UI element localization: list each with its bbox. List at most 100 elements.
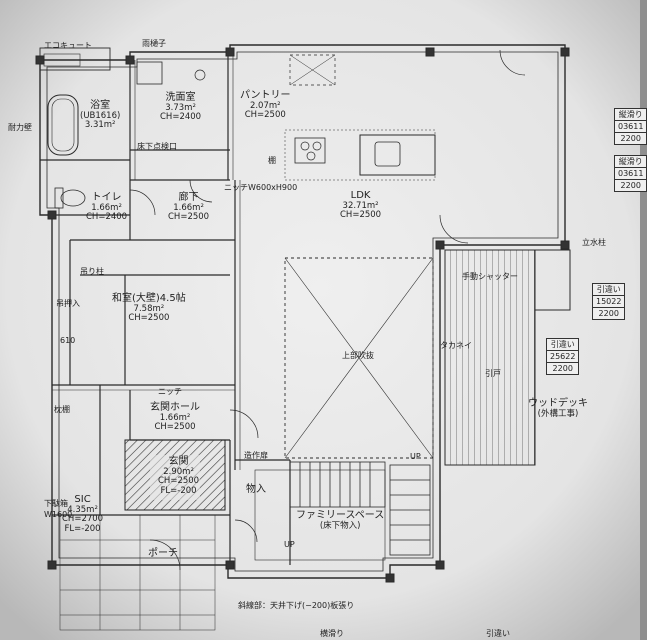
- family-name: ファミリースペース: [296, 510, 385, 521]
- window-tag-type: 縦滑り: [618, 157, 643, 166]
- room-washitsu: 和室(大壁)4.5帖 7.58m² CH=2500: [112, 293, 186, 324]
- ldk-area: 32.71m²: [342, 200, 379, 211]
- window-tag-type: 縦滑り: [618, 110, 643, 119]
- note-610: 610: [60, 336, 76, 345]
- washbasin: [136, 61, 163, 85]
- washitsu-ch: CH=2500: [128, 313, 170, 324]
- window-tag-height: 2200: [593, 307, 625, 319]
- note-diag: 斜線部：天井下げ(−200)板張り: [238, 601, 355, 610]
- room-storage: 物入: [246, 484, 266, 496]
- toilet-area: 1.66m²: [91, 202, 122, 213]
- entrance-area: 2.90m²: [163, 466, 194, 477]
- room-bath: 浴室 (UB1616) 3.31m²: [80, 100, 120, 131]
- wash-ch: CH=2400: [160, 112, 202, 123]
- note-shoe-w: W1600: [44, 510, 73, 519]
- toilet-ch: CH=2400: [86, 212, 128, 223]
- note-window-bottom1: 横滑り: [320, 629, 344, 638]
- porch-grid: [59, 514, 216, 631]
- room-ldk: LDK 32.71m² CH=2500: [340, 190, 381, 221]
- window-tag-height: 2200: [547, 362, 579, 374]
- ldk-name: LDK: [350, 190, 371, 201]
- note-underfloor: 床下点検口: [137, 142, 177, 151]
- sic-name: SIC: [74, 494, 91, 505]
- room-pantry: パントリー 2.07m² CH=2500: [240, 90, 291, 121]
- stairs: [289, 461, 431, 556]
- note-eco: エコキュート: [44, 41, 92, 50]
- room-deck: ウッドデッキ (外構工事): [528, 398, 588, 419]
- pantry-ch: CH=2500: [244, 110, 286, 121]
- window-tag: 縦滑り 03611 2200: [614, 155, 647, 192]
- sic-ch: CH=2700: [62, 514, 104, 525]
- bath-sub: (UB1616): [80, 110, 121, 121]
- note-window-bottom2: 引違い: [486, 629, 510, 638]
- window-tag-code: 03611: [615, 167, 647, 179]
- sic-fl: FL=-200: [64, 524, 101, 535]
- cooktop: [294, 137, 326, 164]
- columns: [35, 47, 570, 583]
- window-tag-type: 引違い: [550, 340, 575, 349]
- window-tag-type: 引違い: [596, 285, 621, 294]
- note-makura: 枕棚: [54, 405, 70, 414]
- note-zosaku: 造作扉: [244, 451, 268, 460]
- note-wall-left: 耐力壁: [8, 123, 32, 132]
- washitsu-name: 和室(大壁)4.5帖: [112, 293, 186, 304]
- storage-name: 物入: [246, 484, 266, 495]
- window-tag-code: 25622: [547, 350, 579, 362]
- deck-sub: (外構工事): [537, 408, 579, 419]
- room-entrance-hall: 玄関ホール 1.66m² CH=2500: [150, 402, 200, 433]
- door-swings: [129, 49, 526, 571]
- bath-area: 3.31m²: [84, 120, 116, 131]
- entrance-hall-name: 玄関ホール: [150, 402, 200, 413]
- note-up1: UP: [410, 452, 421, 461]
- room-family: ファミリースペース (床下物入): [296, 510, 384, 531]
- note-niche-mid: ニッチ: [158, 387, 182, 396]
- room-wash: 洗面室 3.73m² CH=2400: [160, 92, 201, 123]
- note-niche-top: ニッチW600xH900: [224, 183, 298, 192]
- entrance-ch: CH=2500: [158, 476, 200, 487]
- room-entrance: 玄関 2.90m² CH=2500 FL=-200: [158, 456, 199, 497]
- note-raised: 上部吹抜: [342, 351, 374, 360]
- window-tag-height: 2200: [615, 179, 647, 191]
- entrance-name: 玄関: [168, 456, 189, 467]
- window-tag-code: 03611: [615, 120, 647, 132]
- kitchen-counter: [359, 134, 436, 176]
- hall-name: 廊下: [178, 192, 199, 203]
- note-tategu: 引戸: [485, 369, 501, 378]
- note-shelf: 棚: [268, 156, 276, 165]
- window-tag: 引違い 15022 2200: [592, 283, 626, 320]
- toilet-fixture: [60, 189, 86, 207]
- ldk-void-outline: [284, 257, 434, 459]
- bath-name: 浴室: [90, 100, 111, 111]
- interior-walls: [40, 52, 291, 565]
- deck-name: ウッドデッキ: [528, 398, 588, 409]
- bathtub: [47, 94, 79, 156]
- window-tag: 縦滑り 03611 2200: [614, 108, 647, 145]
- room-hall: 廊下 1.66m² CH=2500: [168, 192, 209, 223]
- note-hashira: 吊り柱: [80, 267, 104, 276]
- entrance-fl: FL=-200: [160, 486, 197, 497]
- washitsu-area: 7.58m²: [133, 303, 165, 314]
- wash-name: 洗面室: [165, 92, 196, 103]
- window-tag-code: 15022: [593, 295, 625, 307]
- note-shutter: 手動シャッター: [462, 272, 518, 281]
- sic-area: 4.35m²: [67, 504, 98, 515]
- entrance-hall-area: 1.66m²: [159, 412, 191, 423]
- hall-ch: CH=2500: [168, 212, 210, 223]
- entrance-hall-ch: CH=2500: [154, 422, 196, 433]
- note-standpipe: 立水柱: [582, 238, 606, 247]
- window-tag-height: 2200: [615, 132, 647, 144]
- room-porch: ポーチ: [148, 548, 178, 560]
- note-oshiire: 吊押入: [56, 299, 80, 308]
- ldk-ch: CH=2500: [340, 210, 382, 221]
- porch-name: ポーチ: [148, 548, 178, 559]
- pantry-area: 2.07m²: [249, 100, 281, 111]
- hall-area: 1.66m²: [173, 202, 204, 213]
- room-sic: SIC 4.35m² CH=2700 FL=-200: [62, 494, 103, 535]
- note-sliding: タカネイ: [440, 341, 472, 350]
- wood-deck: [444, 249, 536, 466]
- family-sub: (床下物入): [319, 520, 361, 531]
- room-toilet: トイレ 1.66m² CH=2400: [86, 192, 127, 223]
- window-tag: 引違い 25622 2200: [546, 338, 580, 375]
